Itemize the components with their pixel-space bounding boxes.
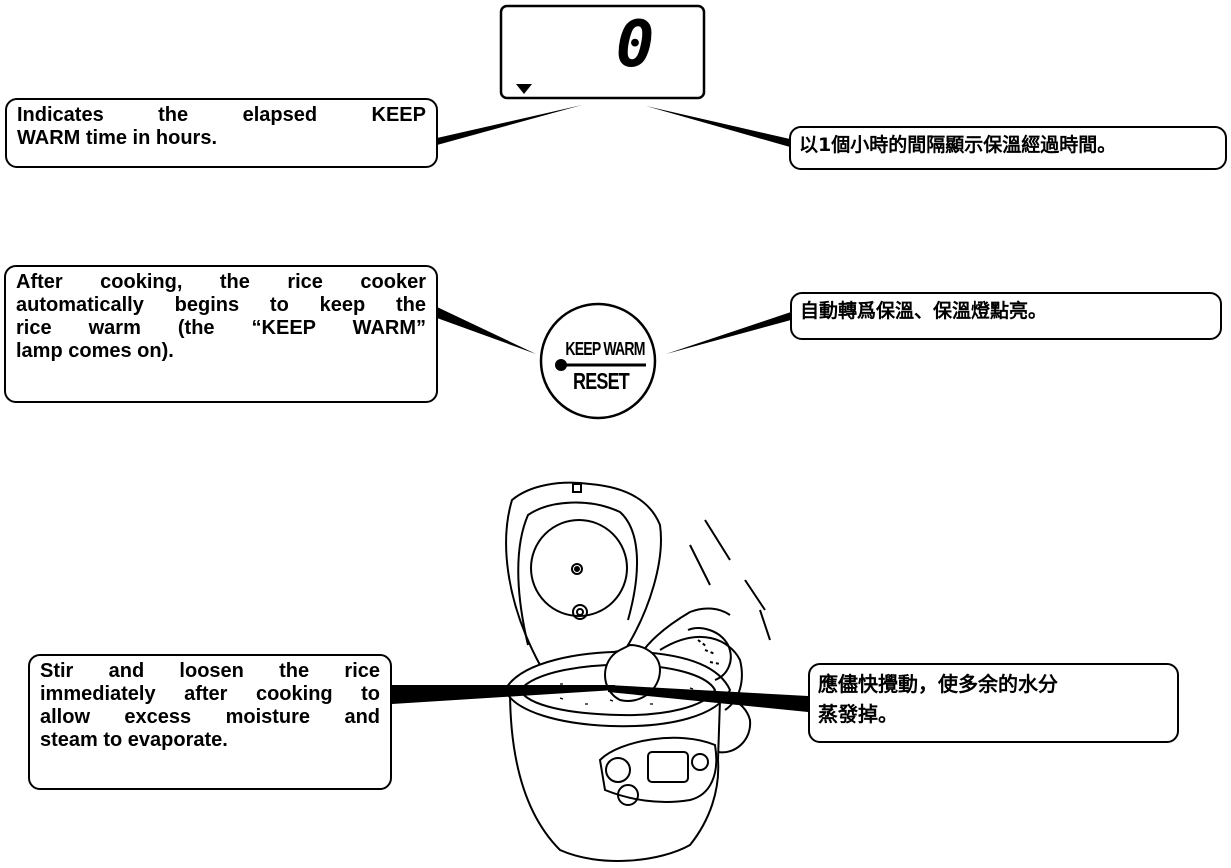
leader-line-elapsed-zh bbox=[646, 106, 790, 147]
lcd-display bbox=[499, 4, 706, 100]
leader-line-keepwarm-zh bbox=[666, 312, 791, 354]
leader-line-elapsed-en bbox=[437, 105, 582, 145]
callout-elapsed-en: Indicates the elapsed KEEP WARM time in … bbox=[5, 98, 438, 168]
reset-label: RESET bbox=[573, 368, 630, 394]
callout-stir-en: Stir and loosen the rice immediately aft… bbox=[28, 654, 392, 790]
keep-warm-reset-button bbox=[539, 302, 657, 420]
leader-line-keepwarm-en bbox=[437, 307, 536, 354]
rice-cooker-stirring-icon bbox=[503, 481, 771, 862]
elapsed-hours-digit: 0 bbox=[615, 8, 655, 82]
keep-warm-label: KEEP WARM bbox=[565, 339, 645, 359]
keep-warm-lamp-icon bbox=[555, 359, 567, 371]
callout-elapsed-zh: 以1個小時的間隔顯示保溫經過時間。 bbox=[789, 126, 1227, 170]
callout-keepwarm-zh: 自動轉爲保溫、保溫燈點亮。 bbox=[790, 292, 1222, 340]
callout-stir-zh: 應儘快攪動，使多余的水分 蒸發掉。 bbox=[808, 663, 1179, 743]
leader-line-stir-en bbox=[392, 685, 615, 704]
callout-keepwarm-en: After cooking, the rice cooker automatic… bbox=[4, 265, 438, 403]
down-triangle-icon bbox=[516, 84, 532, 94]
leader-line-stir-zh bbox=[608, 685, 808, 712]
